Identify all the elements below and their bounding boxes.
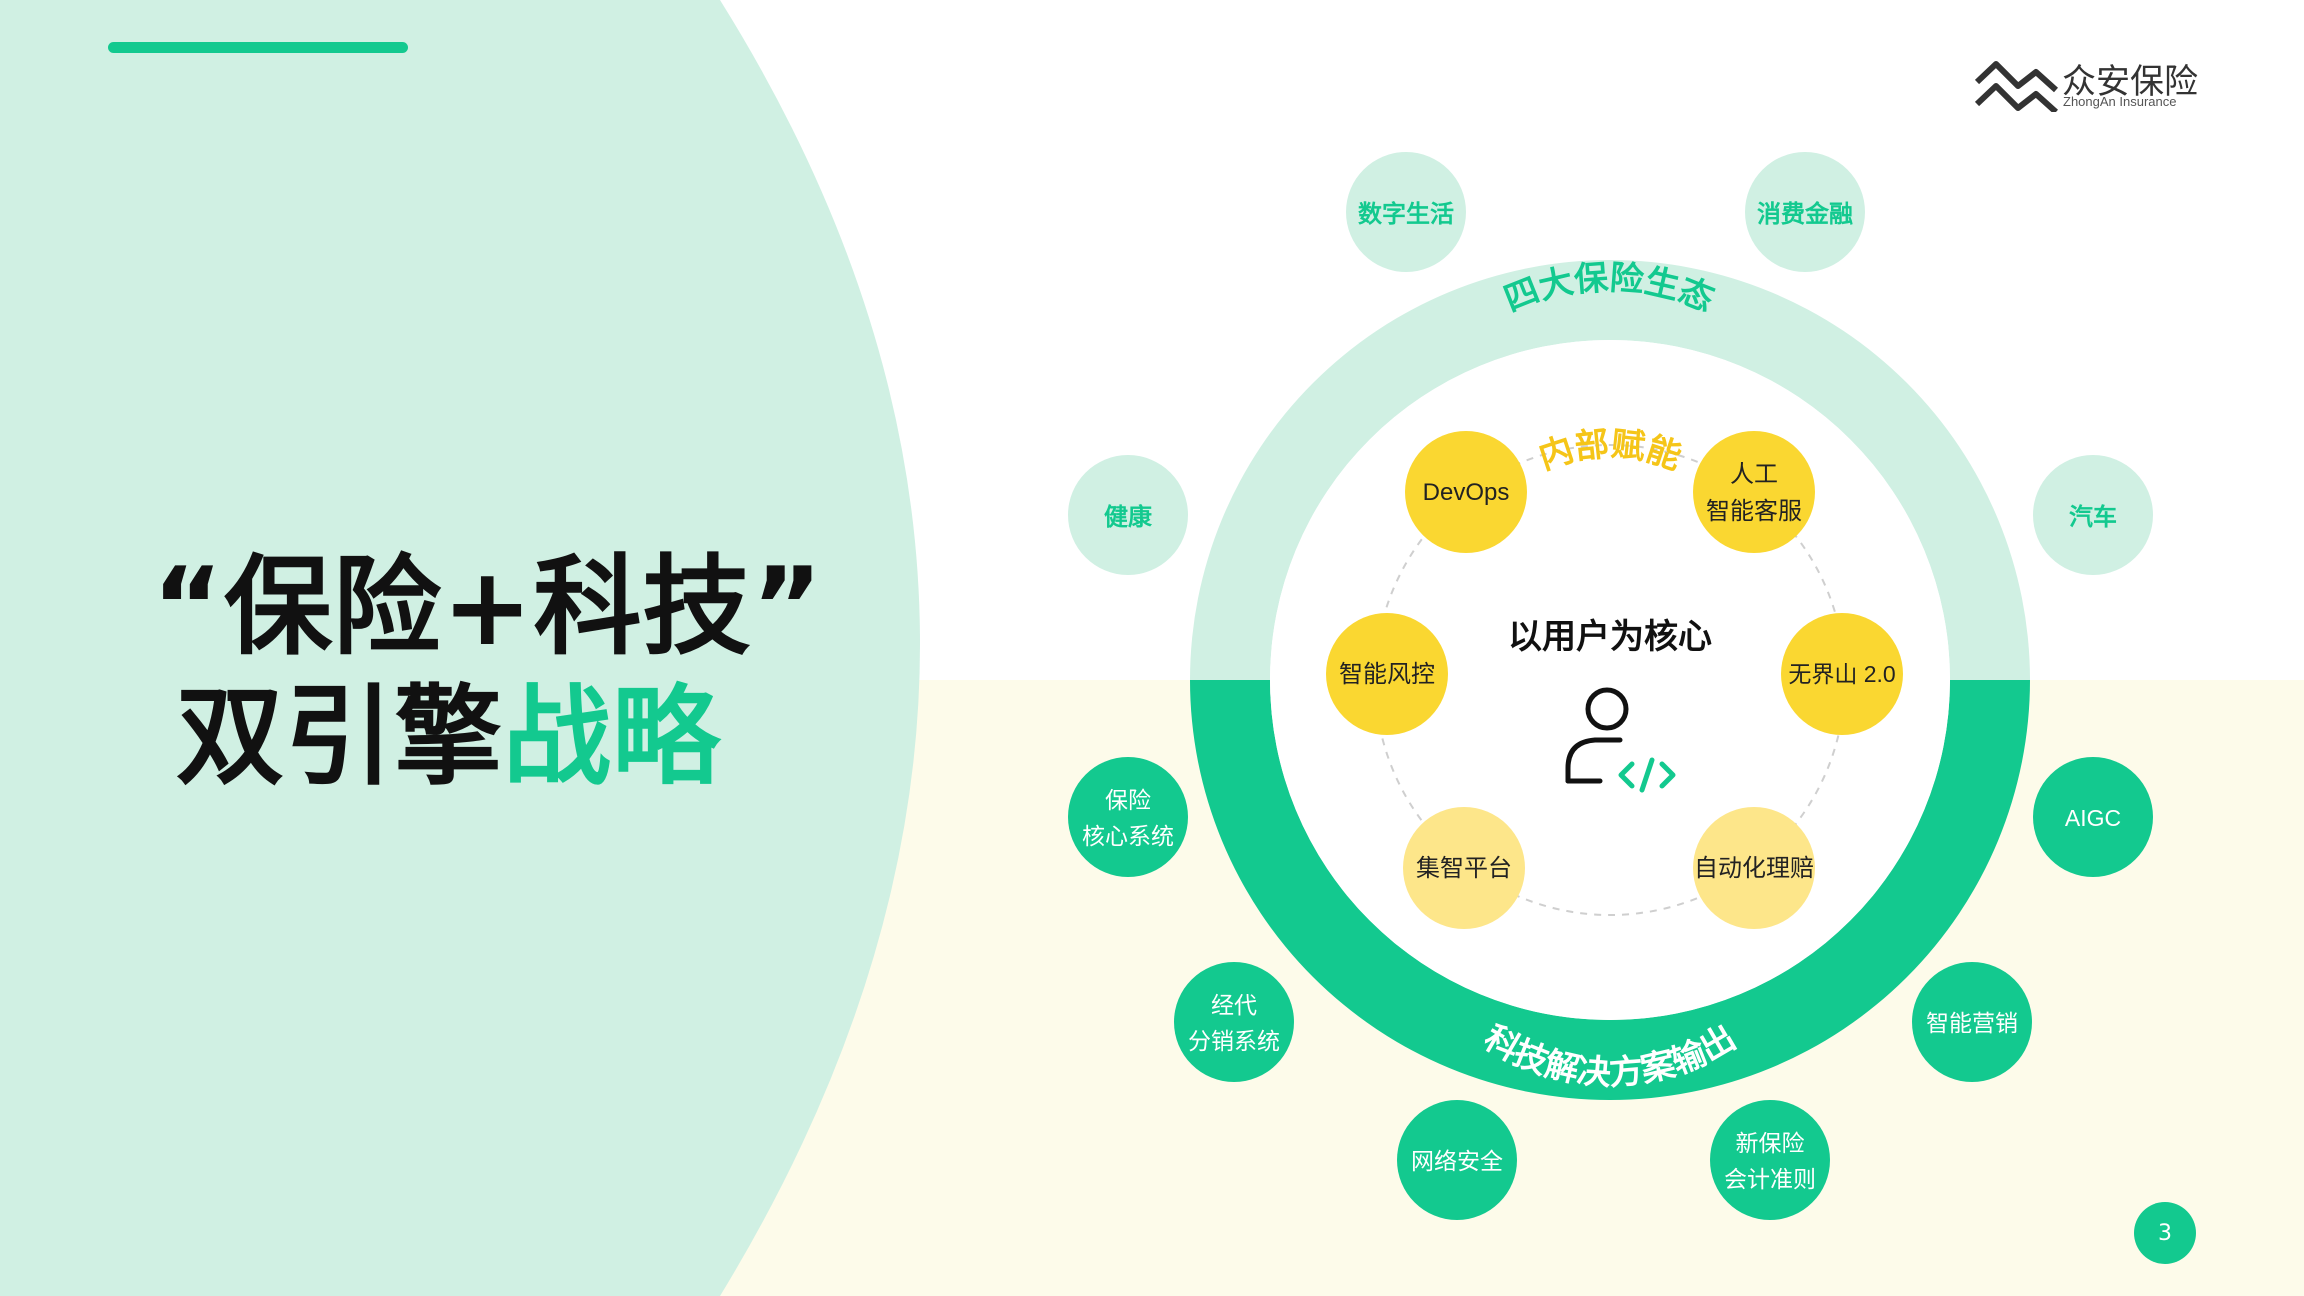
svg-text:核心系统: 核心系统: [1082, 823, 1174, 849]
svg-text:AIGC: AIGC: [2065, 805, 2121, 831]
svg-text:智能客服: 智能客服: [1706, 498, 1802, 525]
svg-text:DevOps: DevOps: [1423, 479, 1510, 506]
user-developer-icon: [1565, 687, 1676, 793]
tech-network-security: 网络安全: [1397, 1100, 1517, 1220]
svg-text:智能风控: 智能风控: [1339, 661, 1435, 688]
internal-jizhi-platform: 集智平台: [1403, 807, 1525, 929]
svg-text:数字生活: 数字生活: [1358, 200, 1454, 228]
svg-text:保险: 保险: [1105, 787, 1151, 813]
svg-text:网络安全: 网络安全: [1411, 1148, 1503, 1174]
accent-bar: [108, 42, 408, 53]
internal-risk-control: 智能风控: [1326, 613, 1448, 735]
tech-accounting-standard: 新保险 会计准则: [1710, 1100, 1830, 1220]
svg-text:会计准则: 会计准则: [1724, 1166, 1816, 1192]
ecosystem-auto: 汽车: [2033, 455, 2153, 575]
svg-text:新保险: 新保险: [1736, 1130, 1805, 1156]
logo: 众安保险 ZhongAn Insurance: [1974, 54, 2204, 114]
internal-wujieshan: 无界山 2.0: [1781, 613, 1903, 735]
logo-mountain-icon: [1974, 61, 2058, 112]
ecosystem-health: 健康: [1068, 455, 1188, 575]
page-number: 3: [2134, 1202, 2196, 1264]
internal-devops: DevOps: [1405, 431, 1527, 553]
logo-subtitle: ZhongAn Insurance: [2063, 94, 2177, 109]
svg-text:集智平台: 集智平台: [1416, 855, 1512, 882]
svg-text:健康: 健康: [1104, 503, 1153, 531]
outer-ring-bottom: [1190, 680, 2030, 1100]
svg-text:无界山 2.0: 无界山 2.0: [1788, 661, 1895, 687]
logo-name: 众安保险: [2062, 63, 2198, 101]
title-line-1: “保险+科技”: [152, 545, 824, 670]
title-line-2: 双引擎战略: [176, 650, 721, 806]
svg-text:分销系统: 分销系统: [1188, 1028, 1280, 1054]
svg-text:智能营销: 智能营销: [1926, 1010, 2018, 1036]
tech-smart-marketing: 智能营销: [1912, 962, 2032, 1082]
left-mint-panel: [0, 0, 920, 1296]
svg-text:汽车: 汽车: [2069, 503, 2117, 531]
svg-text:自动化理赔: 自动化理赔: [1694, 855, 1814, 882]
title-line-2-prefix: 双引擎: [176, 675, 504, 800]
outer-ring-top: [1190, 260, 2030, 680]
ecosystem-digital-life: 数字生活: [1346, 152, 1466, 272]
svg-text:消费金融: 消费金融: [1757, 200, 1853, 228]
tech-aigc: AIGC: [2033, 757, 2153, 877]
ecosystem-consumer-finance: 消费金融: [1745, 152, 1865, 272]
tech-distribution-system: 经代 分销系统: [1174, 962, 1294, 1082]
internal-auto-claims: 自动化理赔: [1693, 807, 1815, 929]
center-title: 以用户为核心: [1508, 618, 1712, 656]
svg-text:经代: 经代: [1211, 992, 1257, 1018]
tech-core-system: 保险 核心系统: [1068, 757, 1188, 877]
title-highlight: 战略: [503, 675, 722, 800]
internal-ai-service: 人工 智能客服: [1693, 431, 1815, 553]
svg-text:人工: 人工: [1730, 461, 1778, 488]
